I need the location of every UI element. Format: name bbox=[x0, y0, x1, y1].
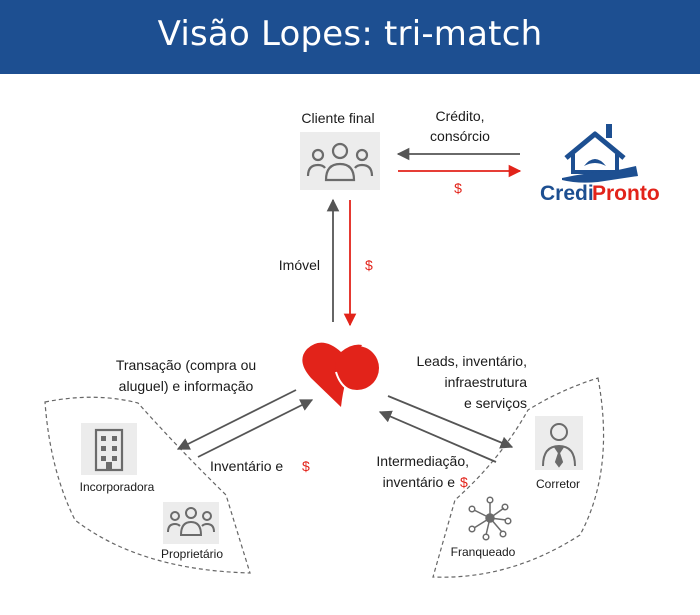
label-credito-line1: Crédito, bbox=[435, 108, 484, 124]
incorporadora-label: Incorporadora bbox=[80, 480, 155, 494]
building-icon bbox=[94, 428, 124, 472]
franqueado-label: Franqueado bbox=[451, 545, 516, 559]
incorporadora-node: Incorporadora bbox=[80, 423, 155, 494]
house-hand-icon bbox=[562, 124, 638, 183]
arrow-transacao-to-incorporadora bbox=[176, 389, 297, 450]
arrow-inventario-to-lopes bbox=[197, 399, 314, 458]
cliente-final-node: Cliente final bbox=[300, 110, 380, 190]
arrow-intermediacao-to-lopes bbox=[378, 410, 497, 463]
people-group-icon bbox=[306, 142, 374, 182]
lopes-heart-icon bbox=[302, 342, 379, 407]
label-intermediacao-line1: Intermediação, bbox=[376, 453, 469, 469]
label-dollar-cliente: $ bbox=[365, 257, 373, 273]
credipronto-logo-text-pronto: Pronto bbox=[592, 182, 660, 205]
left-group-outline bbox=[44, 396, 251, 574]
header-banner: Visão Lopes: tri-match bbox=[0, 0, 700, 74]
credipronto-logo: Credi Pronto bbox=[540, 124, 660, 205]
network-hub-icon bbox=[468, 496, 512, 541]
label-imovel: Imóvel bbox=[279, 257, 320, 273]
label-dollar-credipronto: $ bbox=[454, 180, 462, 196]
corretor-label: Corretor bbox=[536, 477, 580, 491]
cliente-final-label: Cliente final bbox=[301, 110, 374, 126]
proprietario-label: Proprietário bbox=[161, 547, 223, 561]
right-group-outline bbox=[432, 377, 605, 578]
label-intermediacao-line2: inventário e bbox=[383, 474, 456, 490]
people-group-icon bbox=[167, 507, 215, 536]
credipronto-logo-text-credi: Credi bbox=[540, 182, 594, 205]
label-intermediacao-dollar: $ bbox=[460, 474, 468, 490]
label-transacao-line2: aluguel) e informação bbox=[119, 378, 254, 394]
label-inventario-left: Inventário e bbox=[210, 458, 283, 474]
page-title: Visão Lopes: tri-match bbox=[157, 14, 543, 54]
franqueado-node: Franqueado bbox=[451, 496, 516, 559]
person-tie-icon bbox=[542, 423, 576, 468]
corretor-node: Corretor bbox=[535, 416, 583, 491]
label-credito-line2: consórcio bbox=[430, 128, 490, 144]
label-inventario-left-dollar: $ bbox=[302, 458, 310, 474]
label-leads-line1: Leads, inventário, bbox=[416, 353, 527, 369]
proprietario-node: Proprietário bbox=[161, 502, 223, 561]
label-leads-line3: e serviços bbox=[464, 395, 527, 411]
arrow-leads-to-corretor bbox=[387, 395, 514, 449]
label-transacao-line1: Transação (compra ou bbox=[116, 357, 256, 373]
label-leads-line2: infraestrutura bbox=[445, 374, 528, 390]
